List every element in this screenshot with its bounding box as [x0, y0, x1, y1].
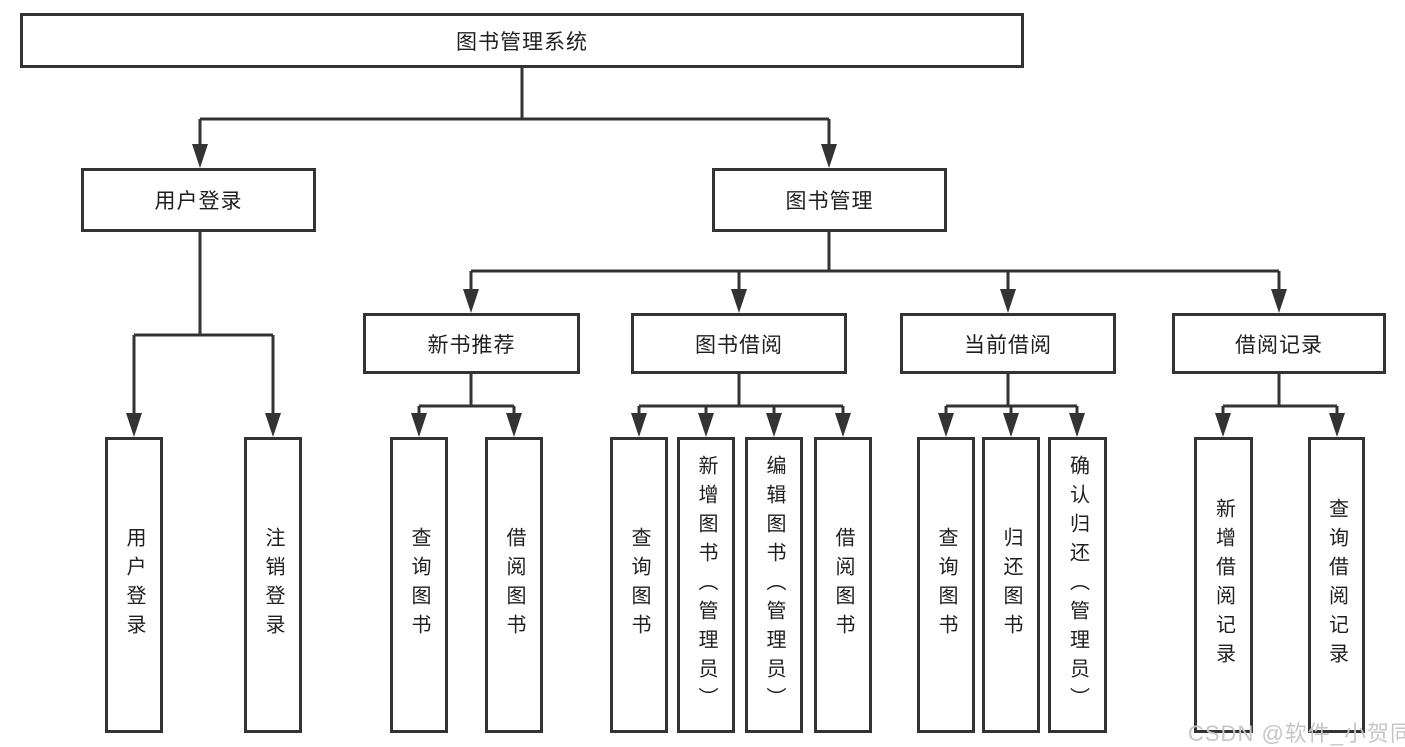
leaf-user-login-label: 用户登录 [123, 527, 145, 643]
node-borrowing-records-label: 借阅记录 [1235, 333, 1323, 357]
leaf-query-books-a: 查询图书 [390, 437, 448, 733]
leaf-confirm-return-admin: 确认归还（管理员） [1048, 437, 1107, 733]
edge-new-book-recommend-to-leaves [417, 374, 516, 417]
edge-current-borrowing-to-leaves [944, 374, 1079, 417]
csdn-watermark: CSDN @软件_小贺同学 [1188, 721, 1405, 746]
leaf-logout: 注销登录 [244, 437, 302, 733]
leaf-query-books-c-label: 查询图书 [935, 527, 957, 643]
arrow-down-icon [1000, 289, 1016, 313]
node-book-management: 图书管理 [712, 168, 947, 232]
node-root: 图书管理系统 [20, 13, 1024, 68]
edge-book-borrowing-to-leaves [637, 374, 845, 417]
arrowhead-icons [126, 144, 1345, 437]
leaf-borrow-books-a-label: 借阅图书 [503, 527, 525, 643]
node-user-login: 用户登录 [81, 168, 316, 232]
leaf-edit-book-admin: 编辑图书（管理员） [745, 437, 803, 733]
node-user-login-label: 用户登录 [154, 190, 243, 213]
leaf-query-books-b: 查询图书 [610, 437, 668, 733]
leaf-query-books-b-label: 查询图书 [628, 527, 650, 643]
arrow-down-icon [631, 413, 647, 437]
edge-book-management-to-level3 [469, 232, 1281, 293]
arrow-down-icon [1271, 289, 1287, 313]
arrow-down-icon [821, 144, 837, 168]
leaf-logout-label: 注销登录 [262, 527, 284, 643]
node-book-borrowing: 图书借阅 [631, 313, 847, 374]
arrow-down-icon [463, 289, 479, 313]
node-new-book-recommend: 新书推荐 [363, 313, 580, 374]
leaf-return-books-label: 归还图书 [1000, 527, 1022, 643]
arrow-down-icon [411, 413, 427, 437]
arrow-down-icon [835, 413, 851, 437]
leaf-confirm-return-admin-label: 确认归还（管理员） [1066, 454, 1089, 716]
leaf-add-book-admin-label: 新增图书（管理员） [695, 454, 717, 716]
edge-user-login-to-leaves [132, 232, 275, 417]
edge-borrowing-records-to-leaves [1221, 374, 1339, 417]
leaf-borrow-books-b: 借阅图书 [814, 437, 872, 733]
arrow-down-icon [1215, 413, 1231, 437]
arrow-down-icon [265, 413, 281, 437]
edge-root-to-level2 [198, 68, 831, 148]
leaf-return-books: 归还图书 [982, 437, 1040, 733]
leaf-edit-book-admin-label: 编辑图书（管理员） [763, 454, 785, 716]
arrow-down-icon [938, 413, 954, 437]
arrow-down-icon [1329, 413, 1345, 437]
connector-paths [132, 68, 1339, 417]
leaf-query-borrow-record: 查询借阅记录 [1308, 437, 1365, 733]
arrow-down-icon [766, 413, 782, 437]
leaf-add-book-admin: 新增图书（管理员） [677, 437, 735, 733]
node-new-book-recommend-label: 新书推荐 [427, 333, 516, 357]
leaf-query-books-a-label: 查询图书 [408, 527, 430, 643]
arrow-down-icon [1069, 413, 1085, 437]
node-current-borrowing: 当前借阅 [900, 313, 1116, 374]
arrow-down-icon [506, 413, 522, 437]
arrow-down-icon [126, 413, 142, 437]
arrow-down-icon [192, 144, 208, 168]
node-book-management-label: 图书管理 [785, 190, 874, 213]
leaf-borrow-books-b-label: 借阅图书 [832, 527, 854, 643]
node-borrowing-records: 借阅记录 [1172, 313, 1386, 374]
leaf-query-borrow-record-label: 查询借阅记录 [1325, 498, 1348, 672]
leaf-query-books-c: 查询图书 [917, 437, 975, 733]
leaf-borrow-books-a: 借阅图书 [485, 437, 543, 733]
arrow-down-icon [698, 413, 714, 437]
leaf-add-borrow-record-label: 新增借阅记录 [1212, 498, 1235, 672]
leaf-user-login: 用户登录 [105, 437, 163, 733]
leaf-add-borrow-record: 新增借阅记录 [1194, 437, 1253, 733]
node-current-borrowing-label: 当前借阅 [964, 333, 1052, 357]
arrow-down-icon [731, 289, 747, 313]
node-book-borrowing-label: 图书借阅 [695, 333, 783, 357]
arrow-down-icon [1003, 413, 1019, 437]
node-root-label: 图书管理系统 [456, 30, 588, 54]
